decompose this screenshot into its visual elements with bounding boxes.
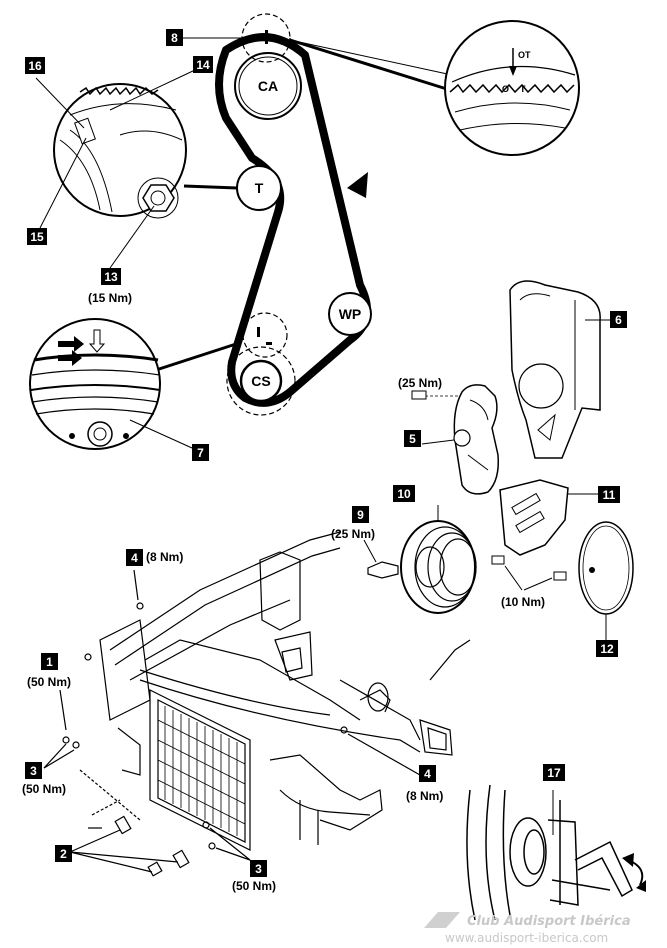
callout-8: 8	[166, 29, 243, 46]
zoom-crankshaft-mark	[29, 318, 237, 450]
watermark-logo-icon	[424, 912, 460, 928]
svg-text:11: 11	[603, 488, 616, 502]
svg-text:14: 14	[196, 58, 210, 72]
tensioner-label: T	[255, 180, 264, 196]
crankshaft-pulley: CS	[226, 312, 296, 416]
rear-cover	[491, 479, 598, 591]
water-pump-pulley: WP	[328, 292, 372, 336]
arrow-right-icon	[58, 336, 84, 352]
t-mark-label: T	[520, 84, 526, 94]
callout-6: 6	[610, 311, 627, 328]
crank-bolt-icon	[367, 561, 399, 579]
torque-5: (25 Nm)	[398, 376, 442, 390]
callout-10: 10	[393, 485, 415, 502]
svg-text:3: 3	[255, 862, 262, 876]
rear-cover-bolt-1-icon	[491, 555, 505, 565]
svg-text:7: 7	[197, 446, 204, 460]
crankshaft-label: CS	[251, 373, 270, 389]
timing-belt	[215, 33, 371, 407]
arrow-right-icon-2	[58, 350, 82, 366]
torque-10nm: (10 Nm)	[501, 595, 545, 609]
svg-text:10: 10	[397, 487, 411, 501]
o-mark-label: O	[502, 84, 509, 94]
svg-text:12: 12	[600, 642, 614, 656]
camshaft-label: CA	[258, 78, 278, 94]
water-pump-label: WP	[339, 306, 362, 322]
callout-15: 15	[27, 228, 47, 245]
callout-12: 12	[596, 640, 618, 657]
rotation-arrow-icon	[347, 172, 368, 198]
callout-2: 2	[55, 845, 72, 862]
callout-13: 13 (15 Nm)	[88, 268, 132, 305]
callout-3-right: 3 (50 Nm)	[232, 860, 276, 893]
zoom-ot-mark: OT O T	[289, 20, 580, 156]
svg-text:13: 13	[104, 270, 118, 284]
ot-mark-label: OT	[518, 50, 531, 60]
torque-1: (50 Nm)	[27, 675, 71, 689]
torque-4a: (8 Nm)	[146, 550, 183, 564]
svg-text:5: 5	[409, 432, 416, 446]
callout-11: 11	[598, 486, 620, 503]
torque-13: (15 Nm)	[88, 291, 132, 305]
callout-14: 14	[193, 56, 213, 73]
callout-9: 9 (25 Nm)	[331, 506, 375, 541]
crank-pulley	[363, 505, 477, 614]
torque-9: (25 Nm)	[331, 527, 375, 541]
callout-16: 16	[25, 57, 45, 74]
watermark: Club Audisport Ibérica www.audisport-ibe…	[424, 912, 631, 945]
svg-text:6: 6	[615, 313, 622, 327]
svg-text:2: 2	[60, 847, 67, 861]
callout-3-left: 3 (50 Nm)	[22, 762, 66, 796]
tensioner-assembly	[411, 384, 500, 495]
callout-7: 7	[192, 444, 209, 461]
camshaft-pulley: CA	[234, 13, 302, 120]
rear-cover-bolt-2-icon	[553, 571, 567, 581]
timing-cover	[509, 280, 610, 459]
backing-plate	[578, 521, 634, 640]
svg-text:1: 1	[46, 655, 53, 669]
callout-5: 5 (25 Nm)	[398, 376, 442, 447]
callout-4-top: 4 (8 Nm)	[126, 549, 183, 566]
svg-text:16: 16	[28, 59, 42, 73]
watermark-url: www.audisport-iberica.com	[445, 931, 608, 945]
detail-tool	[466, 784, 646, 921]
tensioner-pulley: T	[236, 165, 282, 211]
callout-1: 1 (50 Nm)	[27, 653, 71, 689]
callout-4-bottom: 4 (8 Nm)	[406, 765, 443, 803]
callout-17: 17	[543, 764, 565, 781]
tensioner-nut-icon	[142, 184, 175, 212]
torque-4b: (8 Nm)	[406, 789, 443, 803]
svg-text:3: 3	[30, 764, 37, 778]
svg-text:8: 8	[171, 31, 178, 45]
torque-3a: (50 Nm)	[22, 782, 66, 796]
engine-bay-drawing	[43, 531, 471, 877]
watermark-name: Club Audisport Ibérica	[467, 914, 631, 929]
crankshaft-mark-circle	[242, 312, 288, 358]
tensioner-bolt-icon	[411, 390, 427, 400]
zoom-tensioner	[35, 69, 238, 269]
torque-3b: (50 Nm)	[232, 879, 276, 893]
svg-text:4: 4	[131, 551, 138, 565]
svg-text:4: 4	[424, 767, 431, 781]
svg-text:17: 17	[547, 766, 561, 780]
svg-text:9: 9	[357, 508, 364, 522]
svg-text:15: 15	[30, 230, 44, 244]
